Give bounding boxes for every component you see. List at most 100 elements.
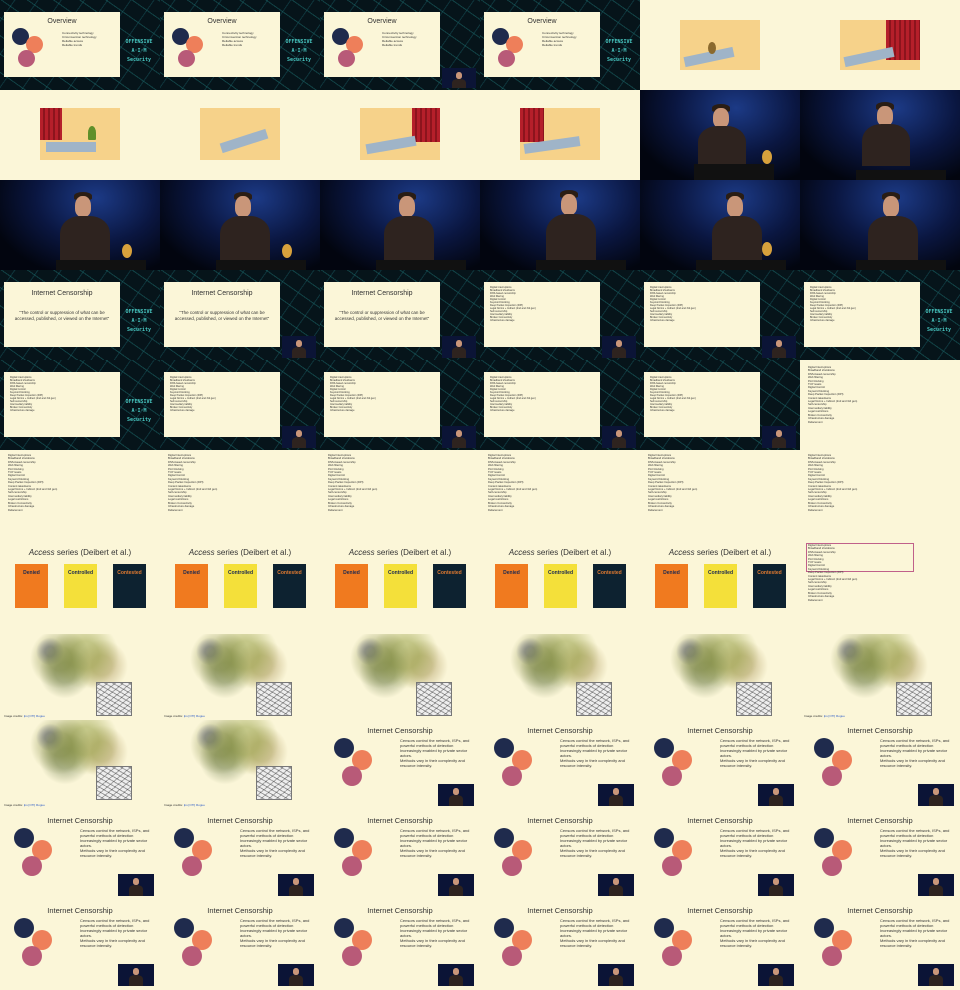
orange-circle (832, 930, 852, 950)
censorship-title: Internet Censorship (847, 726, 913, 735)
list-item: Increasingly enabled by private sector a… (560, 838, 628, 848)
rose-circle (822, 946, 842, 966)
rose-circle (342, 856, 362, 876)
list-item: Censors control the network, ISPs, and p… (240, 918, 310, 928)
speaker-thumbnail (598, 784, 634, 806)
overview-slide: Overview Connectivity technology Circumv… (4, 12, 120, 77)
rose-circle (182, 856, 202, 876)
speaker-thumbnail (758, 874, 794, 896)
book-cover-contested: Contested (113, 564, 146, 608)
highlight-box (806, 543, 914, 572)
navy-circle (174, 918, 194, 938)
access-series-tile: Access series (Deibert et al.) Denied Co… (0, 540, 160, 630)
speaker-thumbnail (758, 964, 794, 986)
navy-circle (334, 828, 354, 848)
rose-circle (822, 766, 842, 786)
censorship-bullets: Censors control the network, ISPs, and p… (560, 738, 638, 768)
network-viz-tile: Image credits: Ips [OTI] Rogue (800, 630, 960, 720)
overview-list: Connectivity technology Circumvention te… (62, 31, 97, 47)
speaker-thumbnail (758, 784, 794, 806)
access-series-title: Access series (Deibert et al.) (28, 548, 132, 557)
rose-circle (662, 856, 682, 876)
speaker-frame (640, 90, 800, 180)
network-viz-tile (480, 630, 640, 720)
speaker-thumbnail (118, 964, 154, 986)
speaker-thumbnail (598, 874, 634, 896)
navy-circle (494, 918, 514, 938)
list-item: Increasingly enabled by private sector a… (80, 928, 148, 938)
navy-circle (174, 828, 194, 848)
list-item: Methods vary in their complexity and res… (80, 848, 145, 858)
cartoon-frame (480, 90, 640, 180)
list-item: Increasingly enabled by private sector a… (720, 748, 788, 758)
speaker-thumbnail (438, 874, 474, 896)
orange-circle (352, 840, 372, 860)
speaker-thumbnail (438, 784, 474, 806)
navy-circle (14, 828, 34, 848)
navy-circle (654, 918, 674, 938)
navy-circle (14, 918, 34, 938)
overview-title: Overview (47, 18, 77, 25)
censorship-bullets: Censors control the network, ISPs, and p… (80, 828, 158, 858)
list-item: Censors control the network, ISPs, and p… (240, 828, 310, 838)
censorship-quote-tile: Internet Censorship "The control or supp… (0, 270, 160, 360)
rose-circle (22, 856, 42, 876)
network-inset (96, 682, 132, 716)
orange-circle (672, 840, 692, 860)
orange-circle (832, 840, 852, 860)
speaker-frame (800, 180, 960, 270)
censorship-bullets: Censors control the network, ISPs, and p… (400, 738, 478, 768)
list-item: Censors control the network, ISPs, and p… (880, 738, 950, 748)
network-viz-tile: Image credits: Ips [OTI] Rogue (0, 720, 160, 810)
rose-circle (662, 766, 682, 786)
orange-circle (32, 840, 52, 860)
network-viz-tile: Image credits: Ips [OTI] Rogue (160, 720, 320, 810)
censorship-bullets: Censors control the network, ISPs, and p… (720, 828, 798, 858)
censorship-bullets: Censors control the network, ISPs, and p… (720, 918, 798, 948)
list-item: Censors control the network, ISPs, and p… (560, 828, 630, 838)
orange-circle (192, 840, 212, 860)
cartoon-frame (800, 0, 960, 90)
navy-circle (494, 738, 514, 758)
rose-circle (502, 766, 522, 786)
list-item: Connectivity technology (62, 31, 94, 35)
network-viz-tile (640, 630, 800, 720)
list-item: Increasingly enabled by private sector a… (880, 928, 948, 938)
book-cover-controlled: Controlled (64, 564, 97, 608)
list-item: Increasingly enabled by private sector a… (400, 748, 468, 758)
speaker-frame (480, 180, 640, 270)
list-item: Increasingly enabled by private sector a… (560, 748, 628, 758)
speaker-frame (320, 180, 480, 270)
speaker-frame (160, 180, 320, 270)
speaker-thumbnail (598, 964, 634, 986)
access-series-tile: Access series (Deibert et al.) Denied Co… (160, 540, 320, 630)
list-item: Censors control the network, ISPs, and p… (400, 918, 470, 928)
network-viz-tile: Image credits: Ips [OTI] Rogue (160, 630, 320, 720)
censorship-quote: "The control or suppression of what can … (14, 310, 110, 321)
navy-circle (814, 828, 834, 848)
list-item: Censors control the network, ISPs, and p… (880, 918, 950, 928)
list-item: Increasingly enabled by private sector a… (400, 928, 468, 938)
list-item: Reliable trends (62, 43, 83, 47)
orange-circle (512, 930, 532, 950)
censorship-title: Internet Censorship (527, 816, 593, 825)
network-viz-tile: Image credits: Ips [OTI] Rogue (0, 630, 160, 720)
list-item: Censors control the network, ISPs, and p… (720, 918, 790, 928)
censorship-quote-tile: Internet Censorship "The control or supp… (160, 270, 320, 360)
orange-circle (26, 36, 43, 53)
cartoon-frame (0, 90, 160, 180)
